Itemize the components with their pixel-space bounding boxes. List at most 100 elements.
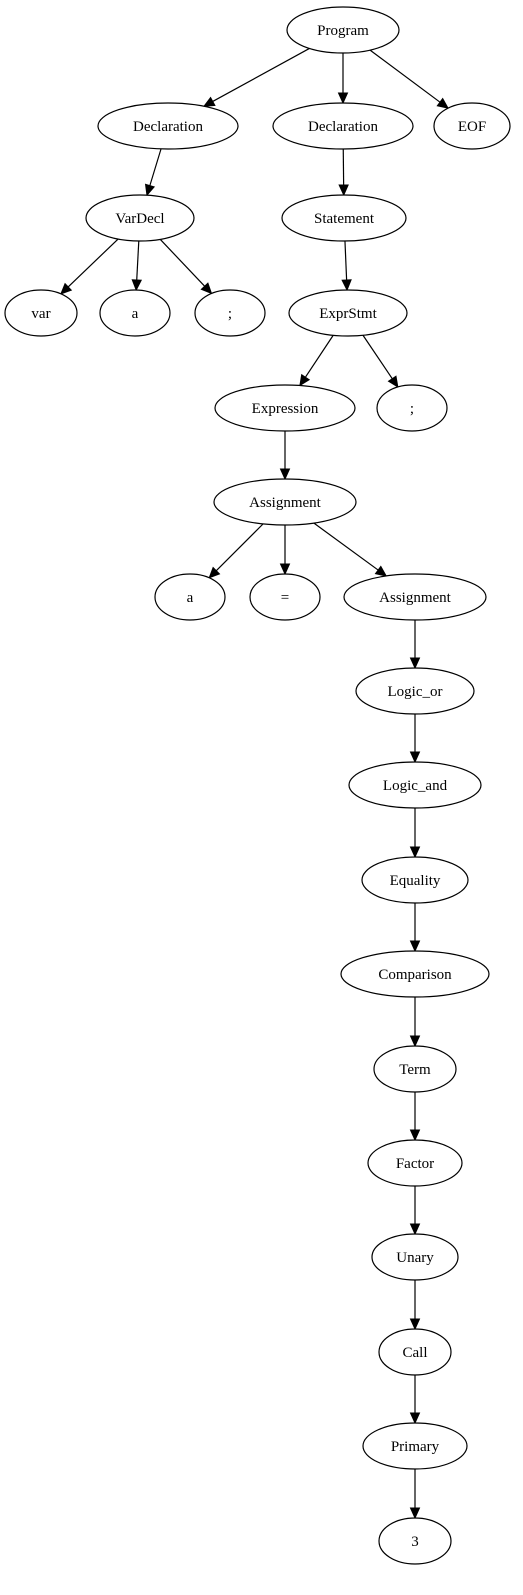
edge-statement-to-exprstmt [341,240,352,292]
edge-line [304,334,334,378]
node-decl1: Declaration [97,102,239,150]
arrowhead-icon [409,1223,421,1236]
node-term: Term [373,1045,457,1093]
arrowhead-icon [279,563,291,576]
arrowhead-icon [409,1035,421,1048]
arrowhead-icon [341,279,352,292]
edge-assign1-to-eq [279,525,291,576]
edge-line [369,49,441,103]
node-ellipse [361,856,469,904]
node-label: ; [410,401,414,417]
edge-line [149,148,162,186]
node-label: a [132,306,139,322]
arrowhead-icon [299,373,311,387]
node-decl2: Declaration [272,102,414,150]
edges-layer [60,47,450,1520]
node-label: Equality [390,873,441,889]
node-label: var [31,306,50,322]
edge-vardecl-to-var [60,238,119,295]
node-ellipse [348,761,482,809]
arrowhead-icon [409,751,421,764]
edge-unary-to-call [409,1280,421,1331]
node-eq: = [249,573,321,621]
node-label: ExprStmt [319,306,377,322]
node-semi2: ; [376,384,448,432]
arrowhead-icon [409,1129,421,1142]
node-ellipse [97,102,239,150]
arrowhead-icon [409,940,421,953]
edge-exprstmt-to-expression [299,334,334,387]
node-ellipse [85,194,195,242]
node-label: Comparison [378,967,452,983]
node-ellipse [373,1045,457,1093]
node-label: Term [399,1062,431,1078]
node-label: Factor [396,1156,434,1172]
arrowhead-icon [409,657,421,670]
node-label: Logic_or [388,684,443,700]
node-ellipse [249,573,321,621]
node-ellipse [194,289,266,337]
edge-program-to-decl2 [337,53,349,105]
node-ellipse [378,1328,452,1376]
edge-call-to-primary [409,1375,421,1425]
node-ellipse [286,6,400,54]
edge-line [313,522,379,571]
node-ellipse [4,289,78,337]
node-label: Program [317,23,369,39]
edge-line [362,334,393,380]
edge-vardecl-to-a1 [131,240,143,292]
arrowhead-icon [202,96,216,107]
edge-program-to-eof [369,49,450,109]
node-ellipse [340,950,490,998]
node-ellipse [214,384,356,432]
node-exprstmt: ExprStmt [288,289,408,337]
arrowhead-icon [60,282,73,295]
node-ellipse [367,1139,463,1187]
arrowhead-icon [409,1412,421,1425]
node-semi1: ; [194,289,266,337]
arrowhead-icon [144,183,156,197]
node-ellipse [433,102,511,150]
node-statement: Statement [281,194,407,242]
node-three: 3 [378,1517,452,1565]
edge-factor-to-unary [409,1186,421,1236]
node-equality: Equality [361,856,469,904]
node-ellipse [281,194,407,242]
node-logic_or: Logic_or [355,667,475,715]
arrowhead-icon [387,375,399,388]
edge-expression-to-assign1 [279,431,291,481]
node-label: VarDecl [115,211,164,227]
edge-logic_or-to-logic_and [409,714,421,764]
edge-logic_and-to-equality [409,808,421,859]
node-label: Declaration [133,119,203,135]
node-label: Unary [396,1250,434,1266]
node-call: Call [378,1328,452,1376]
node-label: Expression [252,401,319,417]
arrowhead-icon [409,1507,421,1520]
edge-program-to-decl1 [202,47,310,107]
node-ellipse [378,1517,452,1565]
edge-line [212,47,310,102]
arrowhead-icon [374,565,388,577]
node-unary: Unary [371,1233,459,1281]
edge-decl1-to-vardecl [144,148,162,197]
node-expression: Expression [214,384,356,432]
node-label: Assignment [379,590,452,606]
node-label: = [281,590,289,606]
arrowhead-icon [131,279,143,292]
arrowhead-icon [409,846,421,859]
edge-equality-to-comparison [409,903,421,953]
edge-exprstmt-to-semi2 [362,334,399,388]
edge-line [215,523,264,572]
node-comparison: Comparison [340,950,490,998]
edge-line [67,238,119,288]
node-label: Assignment [249,495,322,511]
node-logic_and: Logic_and [348,761,482,809]
node-label: Statement [314,211,375,227]
node-ellipse [288,289,408,337]
arrowhead-icon [338,184,349,197]
node-label: Call [403,1345,428,1361]
node-a2: a [154,573,226,621]
